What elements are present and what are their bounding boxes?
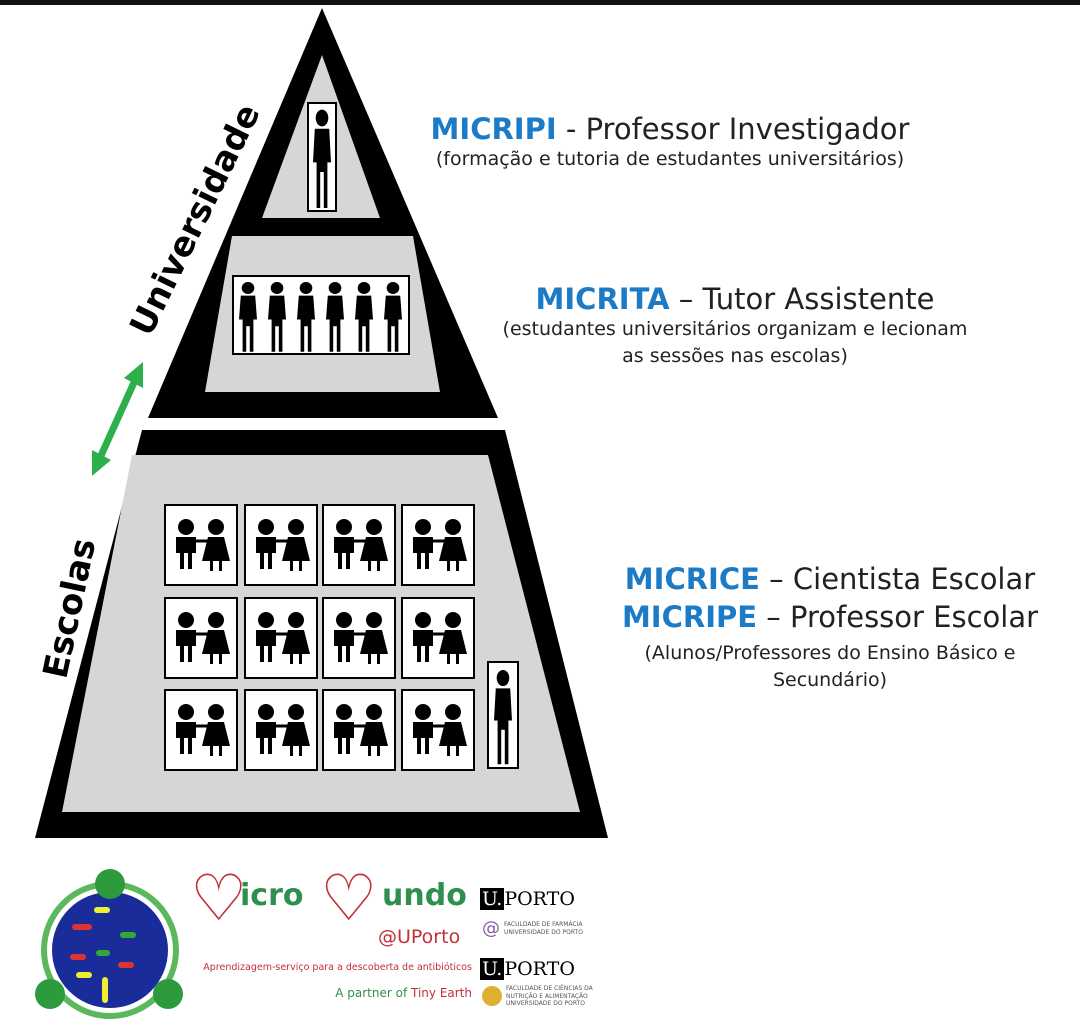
students-figure-box: [164, 597, 238, 679]
students-figure-box: [164, 504, 238, 586]
partner-prefix: A partner of: [335, 986, 411, 1000]
sep: –: [759, 562, 793, 596]
walking-person-icon: [95, 869, 125, 899]
level-code: MICRIPE: [621, 600, 758, 634]
level-desc: Secundário): [772, 669, 888, 691]
bidirectional-arrow-icon: [92, 362, 143, 476]
uporto-u: U.: [480, 958, 505, 980]
tagline: Aprendizagem-serviço para a descoberta d…: [203, 962, 472, 973]
students-figure-box: [244, 504, 318, 586]
level-desc: (estudantes universitários organizam e l…: [502, 318, 968, 340]
microbe-globe-logo: [35, 869, 183, 1019]
professor-figure-box: [307, 102, 337, 212]
uporto-text: PORTO: [504, 888, 575, 910]
students-figure-box: [164, 689, 238, 771]
cow-icon: [35, 979, 65, 1009]
heart-m-icon: ♡: [320, 862, 378, 936]
faculty-uni: UNIVERSIDADE DO PORTO: [506, 1000, 585, 1007]
partner-line: A partner of Tiny Earth: [190, 986, 472, 1000]
micromundo-brand: ♡ icro ♡ undo @UPorto: [190, 862, 480, 958]
level-micripi: MICRIPI - Professor Investigador (formaç…: [400, 112, 940, 173]
pharmacy-spiral-icon: @: [482, 918, 500, 939]
students-figure-box: [322, 689, 396, 771]
faculty-name: FACULDADE DE CIÊNCIAS DA: [506, 985, 593, 992]
level-role: Tutor Assistente: [702, 282, 935, 316]
level-code: MICRITA: [535, 282, 670, 316]
level-role: Professor Investigador: [585, 112, 910, 146]
uporto-u: U.: [480, 888, 505, 910]
brand-part-1: icro: [240, 878, 304, 913]
faculty-name: FACULDADE DE FARMÁCIA: [504, 920, 583, 928]
level-code: MICRICE: [624, 562, 760, 596]
top-bar: [0, 0, 1080, 5]
tree-icon: [153, 979, 183, 1009]
level-desc: as sessões nas escolas): [622, 345, 848, 367]
level-micrita: MICRITA – Tutor Assistente (estudantes u…: [470, 282, 1000, 370]
students-figure-box: [244, 689, 318, 771]
uporto-text: PORTO: [504, 958, 575, 980]
faculty-uni: UNIVERSIDADE DO PORTO: [504, 928, 583, 936]
level-school: MICRICE – Cientista Escolar MICRIPE – Pr…: [590, 562, 1070, 694]
students-figure-box: [322, 597, 396, 679]
brand-at-uporto: @UPorto: [378, 926, 461, 948]
uporto-logo-1: U.PORTO: [480, 888, 575, 910]
partner-name: Tiny Earth: [411, 986, 472, 1000]
nutrition-leaf-icon: [482, 986, 502, 1007]
uporto-logo-2: U.PORTO: [480, 958, 575, 980]
brand-part-2: undo: [382, 878, 467, 913]
level-code: MICRIPI: [430, 112, 557, 146]
level-desc: (Alunos/Professores do Ensino Básico e: [644, 642, 1016, 664]
level-role: Cientista Escolar: [792, 562, 1036, 596]
sep: –: [757, 600, 791, 634]
level-desc: (formação e tutoria de estudantes univer…: [435, 148, 905, 170]
heart-m-icon: ♡: [190, 862, 248, 936]
students-figure-box: [401, 597, 475, 679]
tutors-figure-box: [232, 275, 410, 355]
students-figure-box: [401, 689, 475, 771]
faculty-name-2: NUTRIÇÃO E ALIMENTAÇÃO: [506, 992, 588, 1000]
school-teacher-figure-box: [487, 661, 519, 769]
students-figure-box: [244, 597, 318, 679]
students-figure-box: [401, 504, 475, 586]
sep: -: [556, 112, 586, 146]
level-role: Professor Escolar: [790, 600, 1039, 634]
sep: –: [669, 282, 703, 316]
students-figure-box: [322, 504, 396, 586]
